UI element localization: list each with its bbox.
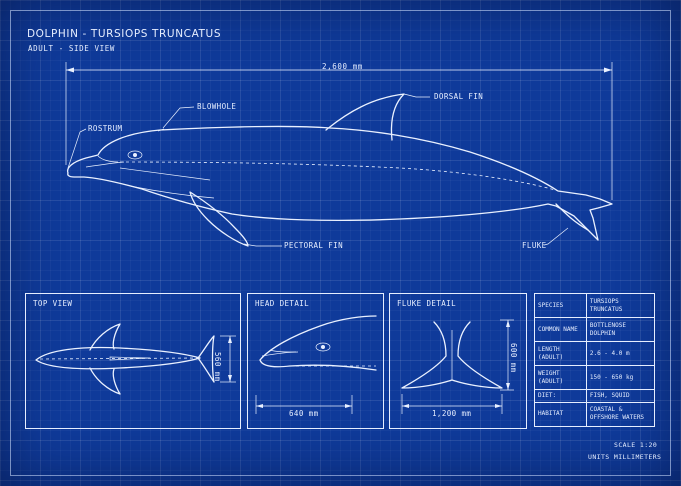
callout-leaders — [67, 93, 569, 247]
spec-key: LENGTH (ADULT) — [534, 341, 587, 367]
fluke-vertical-dimension-label: 600 mm — [509, 343, 518, 373]
length-dimension-line — [65, 62, 613, 200]
length-dimension-label: 2,600 mm — [322, 62, 363, 71]
dolphin-side-view — [66, 93, 613, 247]
fluke-detail-panel — [389, 293, 527, 429]
top-view-dimension-label: 560 mm — [213, 352, 222, 382]
sheet-border — [10, 10, 671, 476]
fluke-detail-drawing — [401, 319, 514, 414]
spec-value: 150 - 650 kg — [585, 365, 656, 391]
spec-key: HABITAT — [534, 401, 587, 428]
spec-value: TURSIOPS TRUNCATUS — [585, 292, 656, 319]
top-view-panel — [25, 293, 241, 429]
table-row: WEIGHT (ADULT)150 - 650 kg — [534, 365, 656, 391]
spec-key: SPECIES — [534, 292, 587, 319]
spec-value: FISH, SQUID — [585, 389, 656, 403]
units-label: UNITS MILLIMETERS — [588, 453, 662, 461]
drawing-subtitle: ADULT - SIDE VIEW — [28, 44, 115, 53]
callout-blowhole: BLOWHOLE — [197, 102, 237, 111]
callout-rostrum: ROSTRUM — [88, 124, 123, 133]
dolphin-top-view — [35, 323, 236, 395]
drawing-title: DOLPHIN - TURSIOPS TRUNCATUS — [27, 28, 222, 40]
head-detail-title: HEAD DETAIL — [255, 299, 310, 308]
callout-pectoral-fin: PECTORAL FIN — [284, 241, 343, 250]
callout-fluke: FLUKE — [522, 241, 547, 250]
spec-key: DIET: — [534, 389, 587, 403]
spec-value: COASTAL & OFFSHORE WATERS — [585, 401, 656, 428]
spec-key: WEIGHT (ADULT) — [534, 365, 587, 391]
table-row: DIET:FISH, SQUID — [534, 389, 656, 403]
head-detail-panel — [247, 293, 384, 429]
spec-value: BOTTLENOSE DOLPHIN — [585, 317, 656, 343]
fluke-horizontal-dimension-label: 1,200 mm — [432, 409, 472, 418]
fluke-detail-title: FLUKE DETAIL — [397, 299, 456, 308]
callout-dorsal-fin: DORSAL FIN — [434, 92, 484, 101]
dolphin-head-detail — [255, 315, 377, 414]
head-detail-dimension-label: 640 mm — [289, 409, 319, 418]
spec-value: 2.6 - 4.0 m — [585, 341, 656, 367]
scale-label: SCALE 1:20 — [614, 441, 658, 449]
spec-key: COMMON NAME — [534, 317, 587, 343]
top-view-title: TOP VIEW — [33, 299, 73, 308]
table-row: LENGTH (ADULT)2.6 - 4.0 m — [534, 341, 656, 367]
